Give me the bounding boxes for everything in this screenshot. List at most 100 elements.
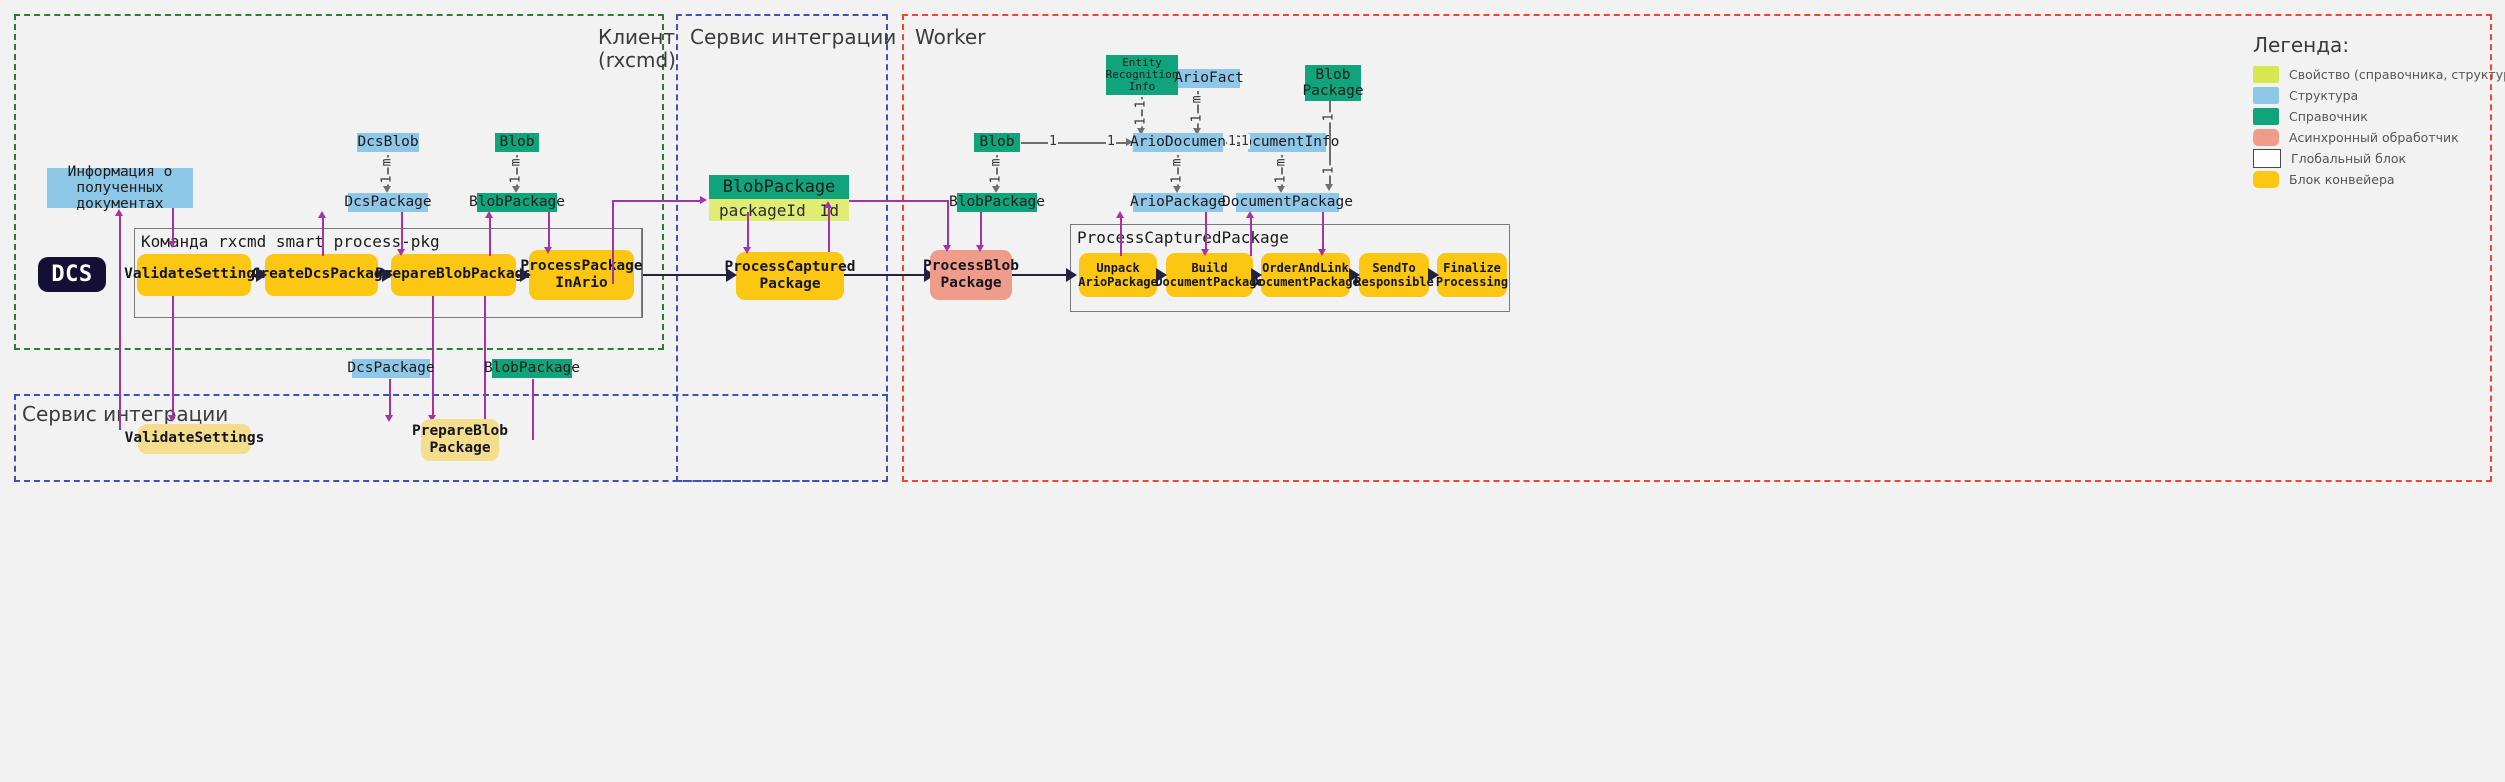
link-dcspackage-bottom-prepare <box>389 379 391 416</box>
legend-label: Асинхронный обработчик <box>2289 130 2459 145</box>
flow-captured-to-blobpkg-arrow <box>924 268 935 282</box>
entity-ario-document: ArioDocumen <box>1129 133 1227 152</box>
link-dcspackage-prepare-arrow <box>397 249 405 256</box>
cardinality-blob-ariodoc-right: 1 <box>1106 134 1116 149</box>
block-prepare-blob-package[interactable]: PrepareBlobPackage <box>375 254 532 296</box>
block-build-document-package[interactable]: Build DocumentPackage <box>1155 253 1264 297</box>
link-create-dcspackage-arrow <box>318 211 326 218</box>
flow-validate-create-arrow <box>256 268 267 282</box>
block-create-dcs-package[interactable]: CreateDcsPackage <box>252 254 391 296</box>
entity-document-package: DocumentPackage <box>1222 193 1353 212</box>
link-prepare-down-arrow <box>428 415 436 422</box>
cardinality-ariodoc-docinfo-left: 1 <box>1227 134 1237 149</box>
link-unpack-ariopackage <box>1120 216 1122 256</box>
link-docinfo-docpackage-arrow <box>1277 186 1285 193</box>
legend-item: Структура <box>2253 85 2493 106</box>
cardinality-ariodoc-ap-1: 1 <box>1169 174 1185 185</box>
legend-swatch <box>2253 149 2281 168</box>
group-rxcmd-command <box>134 228 642 318</box>
legend-label: Глобальный блок <box>2291 151 2407 166</box>
flow-create-prepare-arrow <box>382 268 393 282</box>
entity-blob-package-client: BlobPackage <box>468 193 566 212</box>
entity-info-received-documents: Информация о полученных документах <box>47 164 193 212</box>
link-blobpackage-bottom-v <box>532 379 534 440</box>
legend-swatch <box>2253 108 2279 125</box>
legend-item: Блок конвейера <box>2253 169 2493 190</box>
group-edge-right <box>642 228 643 318</box>
link-dcspackage-prepare <box>401 212 403 250</box>
link-workerblob-blobpackage <box>996 155 998 187</box>
cardinality-ariofact-1: 1 <box>1189 113 1205 124</box>
entity-dcs-package: DcsPackage <box>344 193 432 212</box>
zone-worker <box>902 14 2492 482</box>
link-validate-down <box>172 296 174 416</box>
link-ariopackage-build-arrow <box>1201 249 1209 256</box>
block-unpack-ario-package[interactable]: Unpack ArioPackage <box>1078 253 1158 297</box>
link-ariodoc-ariopackage-arrow <box>1173 186 1181 193</box>
block-finalize-processing[interactable]: Finalize Processing <box>1436 253 1508 297</box>
cardinality-eri-1b: 1 <box>1133 116 1149 127</box>
flow-validate-create <box>251 274 259 277</box>
block-dcs[interactable]: DCS <box>38 257 106 292</box>
flow-unpack-build-arrow <box>1156 268 1167 282</box>
link-dcsblob-dcspackage <box>387 155 389 187</box>
link-workerblob-blobpackage-arrow <box>992 186 1000 193</box>
link-ariodoc-ariopackage <box>1177 155 1179 187</box>
link-docinfo-docpackage <box>1281 155 1283 187</box>
link-prepare-blobpackage <box>489 216 491 256</box>
block-validate-settings[interactable]: ValidateSettings <box>124 254 264 296</box>
link-documentpackage-order-arrow <box>1318 249 1326 256</box>
cardinality-blob-ariodoc-left: 1 <box>1048 134 1058 149</box>
block-process-captured-package[interactable]: ProcessCaptured Package <box>725 252 855 300</box>
block-order-and-link-document-package[interactable]: OrderAndLink DocumentPackage <box>1251 253 1360 297</box>
entity-blobpackage-field-name: packageId <box>719 200 806 220</box>
legend-item: Справочник <box>2253 106 2493 127</box>
cardinality-m: m <box>379 157 395 168</box>
entity-blobpackage-worker: BlobPackage <box>948 193 1046 212</box>
cardinality-bpt-1b: 1 <box>1321 165 1337 176</box>
link-prepare-down <box>432 296 434 416</box>
link-int-to-worker-v <box>947 200 949 246</box>
entity-ario-package: ArioPackage <box>1129 193 1227 212</box>
flow-order-send-arrow <box>1349 268 1360 282</box>
cardinality-1: 1 <box>379 174 395 185</box>
block-process-package-in-ario[interactable]: ProcessPackage InArio <box>520 250 643 300</box>
zone-client <box>14 14 664 350</box>
cardinality-bpt-1a: 1 <box>1321 112 1337 123</box>
cardinality-eri-1a: 1 <box>1133 99 1149 110</box>
block-send-to-responsible[interactable]: SendTo Responsible <box>1354 253 1434 297</box>
link-ariofact-ariodocument-arrow <box>1193 128 1201 135</box>
link-dcspackage-bottom-prepare-arrow <box>385 415 393 422</box>
link-eri-ariodocument-arrow <box>1137 128 1145 135</box>
link-validate-info-arrow <box>115 209 123 216</box>
link-create-dcspackage <box>322 216 324 256</box>
entity-blobpackage-worker-top: Blob Package <box>1302 65 1364 101</box>
link-blobpkgtop-docpackage-arrow <box>1325 184 1333 191</box>
block-process-blob-package[interactable]: ProcessBlob Package <box>923 250 1019 300</box>
link-packageid-process <box>747 212 749 248</box>
flow-send-finalize-arrow <box>1428 268 1439 282</box>
entity-entity-recognition-info: Entity Recognition Info <box>1105 55 1179 95</box>
legend-item: Глобальный блок <box>2253 148 2493 169</box>
cardinality-ariodoc-ap-m: m <box>1169 157 1185 168</box>
zone-client-label: Клиент (rxcmd) <box>598 25 676 72</box>
link-validate-down-arrow <box>168 415 176 422</box>
block-prepare-blob-package-int[interactable]: PrepareBlob Package <box>412 419 508 461</box>
arrow-blob-blobpackage <box>512 186 520 193</box>
legend-label: Блок конвейера <box>2289 172 2395 187</box>
zone-integration-bottom <box>14 394 888 482</box>
cardinality-1-3: 1 <box>988 174 1004 185</box>
zone-integration-bottom-label: Сервис интеграции <box>22 402 229 426</box>
link-ariopackage-build <box>1205 212 1207 250</box>
group-process-captured-package-title: ProcessCapturedPackage <box>1077 228 1289 247</box>
arrow-dcsblob-dcspackage <box>383 186 391 193</box>
block-validate-settings-int[interactable]: ValidateSettings <box>125 424 264 454</box>
link-client-to-int-v <box>612 200 614 284</box>
entity-dcspackage-bottom: DcsPackage <box>347 359 435 378</box>
link-int-to-worker-h <box>849 200 949 202</box>
link-build-documentpackage-arrow <box>1246 211 1254 218</box>
zone-worker-label: Worker <box>915 25 986 49</box>
link-build-documentpackage <box>1250 216 1252 256</box>
cardinality-m-3: m <box>988 157 1004 168</box>
